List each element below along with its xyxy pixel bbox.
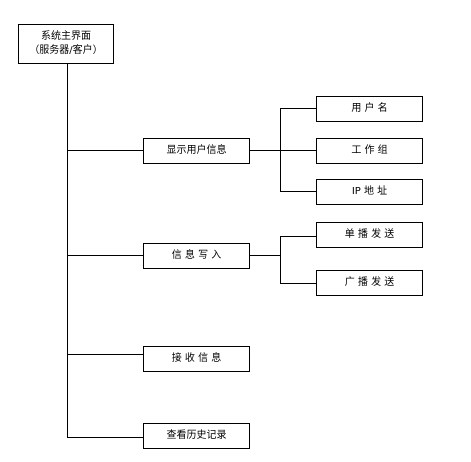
node-label: 工 作 组 xyxy=(351,145,388,156)
node-workgroup: 工 作 组 xyxy=(316,138,423,164)
node-write-info: 信 息 写 入 xyxy=(143,243,250,269)
node-broadcast-send: 广 播 发 送 xyxy=(316,270,423,296)
root-subtitle: （服务器/客户） xyxy=(29,45,103,56)
node-unicast-send: 单 播 发 送 xyxy=(316,222,423,248)
node-label: 接 收 信 息 xyxy=(171,353,222,364)
node-label: 广 播 发 送 xyxy=(344,277,395,288)
node-username: 用 户 名 xyxy=(316,96,423,122)
node-label: 显示用户信息 xyxy=(166,145,227,156)
node-label: 单 播 发 送 xyxy=(344,229,395,240)
node-label: 查看历史记录 xyxy=(166,430,227,441)
node-ip-address: IP 地 址 xyxy=(316,179,423,205)
node-label: 信 息 写 入 xyxy=(171,250,222,261)
root-title: 系统主界面 xyxy=(41,31,91,42)
root-node: 系统主界面 （服务器/客户） xyxy=(18,24,114,64)
node-receive-info: 接 收 信 息 xyxy=(143,346,250,372)
node-label: 用 户 名 xyxy=(351,103,388,114)
node-label: IP 地 址 xyxy=(351,186,388,197)
node-view-history: 查看历史记录 xyxy=(143,423,250,449)
node-show-user-info: 显示用户信息 xyxy=(143,138,250,164)
